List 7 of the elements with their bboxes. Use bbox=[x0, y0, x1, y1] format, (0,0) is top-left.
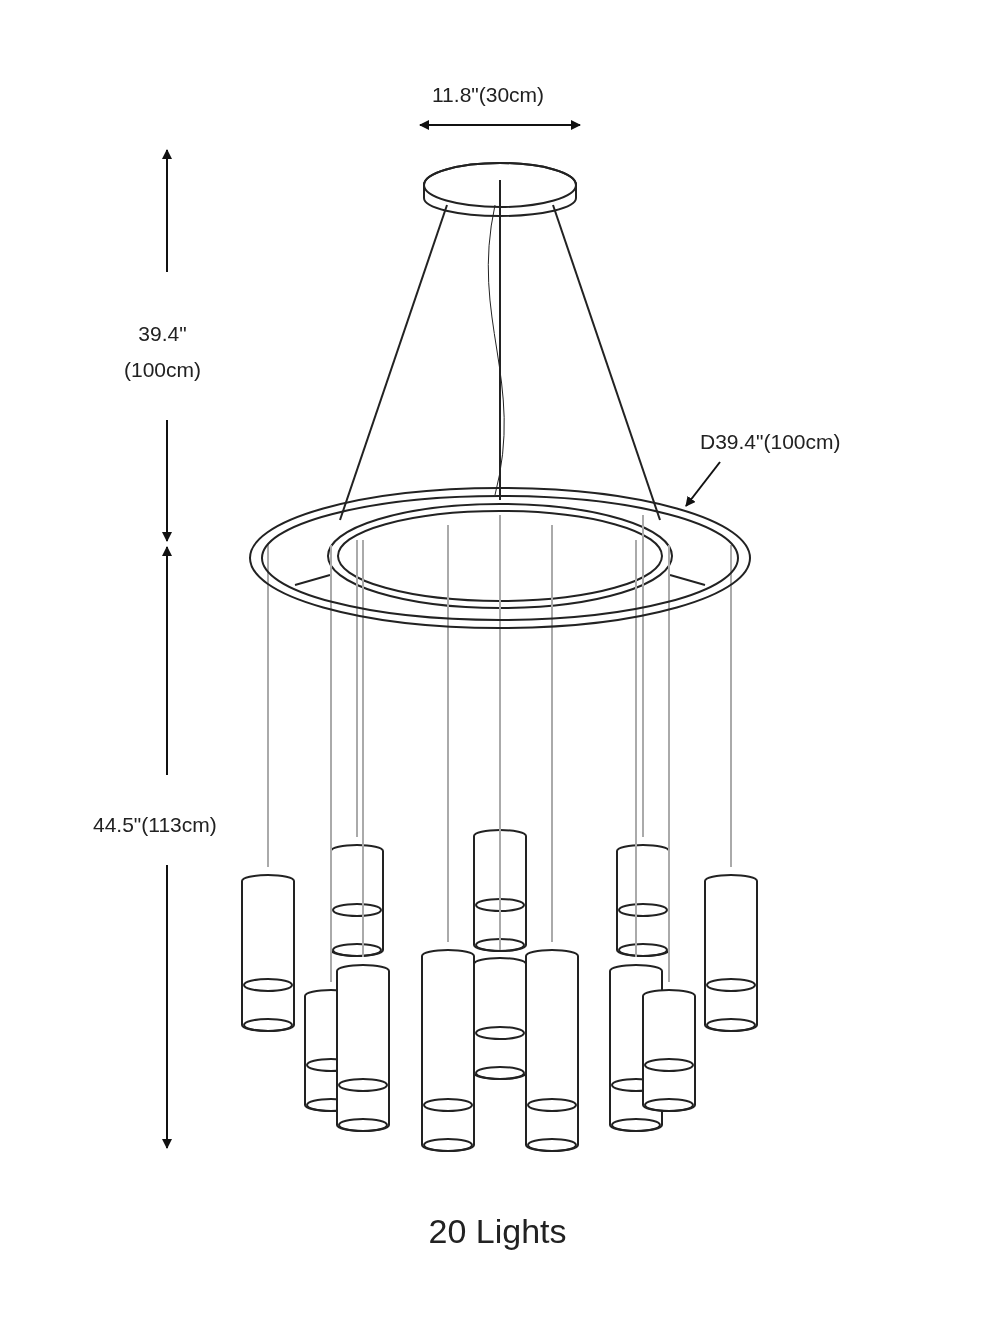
leader-line bbox=[685, 461, 721, 507]
dimension-label: 11.8"(30cm) bbox=[432, 83, 545, 107]
dimension-label: 44.5"(113cm) bbox=[93, 813, 217, 837]
dimension-label: 39.4" (100cm) bbox=[123, 321, 202, 383]
caption: 20 Lights bbox=[427, 1212, 568, 1251]
ring-drawing bbox=[249, 487, 751, 629]
dimension-label: D39.4"(100cm) bbox=[700, 430, 841, 454]
